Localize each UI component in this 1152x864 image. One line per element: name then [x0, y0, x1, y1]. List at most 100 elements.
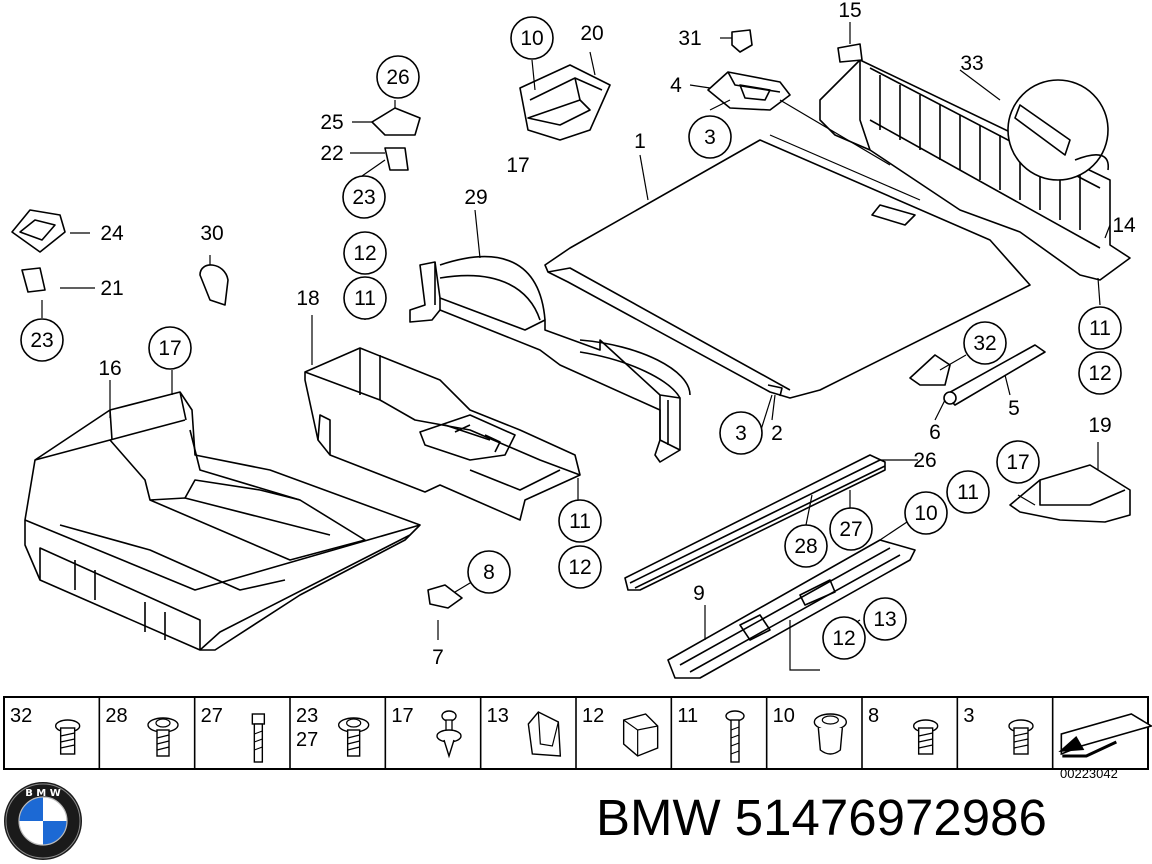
callout-label: 12	[832, 627, 855, 650]
callout-24: 24	[100, 222, 124, 245]
fastener-cell-11: 11	[677, 705, 745, 763]
fastener-number: 17	[391, 705, 413, 727]
callout-4: 4	[670, 74, 682, 97]
fastener-cell-10: 10	[773, 705, 848, 755]
callout-18: 18	[296, 287, 319, 310]
fastener-cell-13: 13	[487, 705, 562, 757]
latch-assembly	[707, 29, 791, 111]
spring-clip-icon	[527, 711, 562, 757]
callout-6: 6	[929, 421, 941, 444]
callout-label: 31	[678, 27, 701, 50]
callout-10: 10	[904, 491, 948, 535]
callout-label: 26	[386, 66, 409, 89]
luggage-tray-16	[24, 391, 421, 651]
callout-label: 9	[693, 582, 705, 605]
clip-7-8	[427, 584, 463, 609]
fastener-number: 12	[582, 705, 604, 727]
callout-label: 11	[957, 481, 979, 504]
callout-label: 23	[30, 329, 53, 352]
fastener-number: 23	[296, 705, 318, 727]
clip-nut-icon	[622, 713, 659, 757]
screw-icon	[54, 719, 81, 755]
callout-22: 22	[320, 142, 343, 165]
callout-label: 23	[352, 186, 375, 209]
callout-5: 5	[1008, 397, 1020, 420]
fastener-number: 28	[105, 705, 127, 727]
callout-circle	[1078, 306, 1122, 350]
callout-label: 32	[973, 332, 996, 355]
callout-circle	[342, 175, 386, 219]
callout-label: 6	[929, 421, 941, 444]
callout-circle	[822, 616, 866, 660]
callout-label: 11	[1089, 317, 1111, 340]
washer-screw-icon	[337, 717, 370, 757]
callout-17: 17	[996, 440, 1040, 484]
callout-label: 13	[873, 608, 896, 631]
callout-11: 11	[343, 276, 387, 320]
callout-circle	[996, 440, 1040, 484]
callout-circle	[688, 115, 732, 159]
callout-label: 3	[735, 422, 747, 445]
callout-label: 17	[158, 337, 181, 360]
callout-circle	[343, 276, 387, 320]
callout-13: 13	[863, 597, 907, 641]
callout-circle	[963, 321, 1007, 365]
callout-circle	[719, 411, 763, 455]
callout-label: 7	[432, 646, 444, 669]
callout-circle	[946, 470, 990, 514]
fastener-cell-17: 17	[391, 705, 462, 759]
closing-panel-33	[819, 43, 1131, 281]
bmw-logo-icon: B M W	[4, 782, 82, 860]
callout-2: 2	[771, 422, 783, 445]
callout-23: 23	[342, 175, 386, 219]
callout-label: 5	[1008, 397, 1020, 420]
callout-circle	[829, 507, 873, 551]
bracket-and-damper	[909, 344, 1046, 406]
callout-label: 27	[839, 518, 862, 541]
callout-26: 26	[376, 55, 420, 99]
divider-frame-29	[409, 255, 691, 463]
fastener-number: 11	[677, 705, 698, 727]
storage-bin-18	[304, 347, 581, 521]
callout-11: 11	[1078, 306, 1122, 350]
callout-label: 22	[320, 142, 343, 165]
part-number-caption: BMW 51476972986	[596, 789, 1047, 846]
callout-16: 16	[98, 357, 121, 380]
callout-label: 11	[569, 510, 591, 533]
callout-label: 1	[634, 130, 646, 153]
callout-label: 33	[960, 52, 983, 75]
callout-label: 4	[670, 74, 682, 97]
callout-circle	[510, 16, 554, 60]
callout-21: 21	[100, 277, 123, 300]
callout-label: 18	[296, 287, 319, 310]
callout-7: 7	[432, 646, 444, 669]
callout-label: 12	[1088, 362, 1111, 385]
callout-12: 12	[343, 231, 387, 275]
washer-screw-icon	[147, 717, 179, 757]
callout-label: 15	[838, 0, 861, 22]
fastener-number: 27	[296, 729, 318, 751]
callout-30: 30	[200, 222, 223, 245]
plastic-rivet-icon	[436, 710, 462, 759]
callout-label: 16	[98, 357, 121, 380]
fastener-cell-3: 3	[963, 705, 1034, 755]
small-parts	[11, 107, 421, 306]
fastener-cell-12: 12	[582, 705, 659, 757]
fastener-cell-27: 27	[201, 705, 266, 763]
fastener-cell-32: 32	[10, 705, 81, 755]
callout-32: 32	[963, 321, 1007, 365]
callout-label: 26	[913, 449, 936, 472]
callout-label: 21	[100, 277, 123, 300]
document-number: 00223042	[1060, 766, 1118, 781]
callout-28: 28	[784, 524, 828, 568]
callout-3: 3	[719, 411, 763, 455]
callout-8: 8	[467, 550, 511, 594]
callout-label: 14	[1112, 214, 1136, 237]
callout-17: 17	[506, 154, 529, 177]
callout-circle	[558, 545, 602, 589]
callout-label: 12	[353, 242, 376, 265]
callout-19: 19	[1088, 414, 1111, 437]
expanding-nut-icon	[813, 713, 848, 755]
direction-arrow-icon	[1058, 713, 1152, 758]
